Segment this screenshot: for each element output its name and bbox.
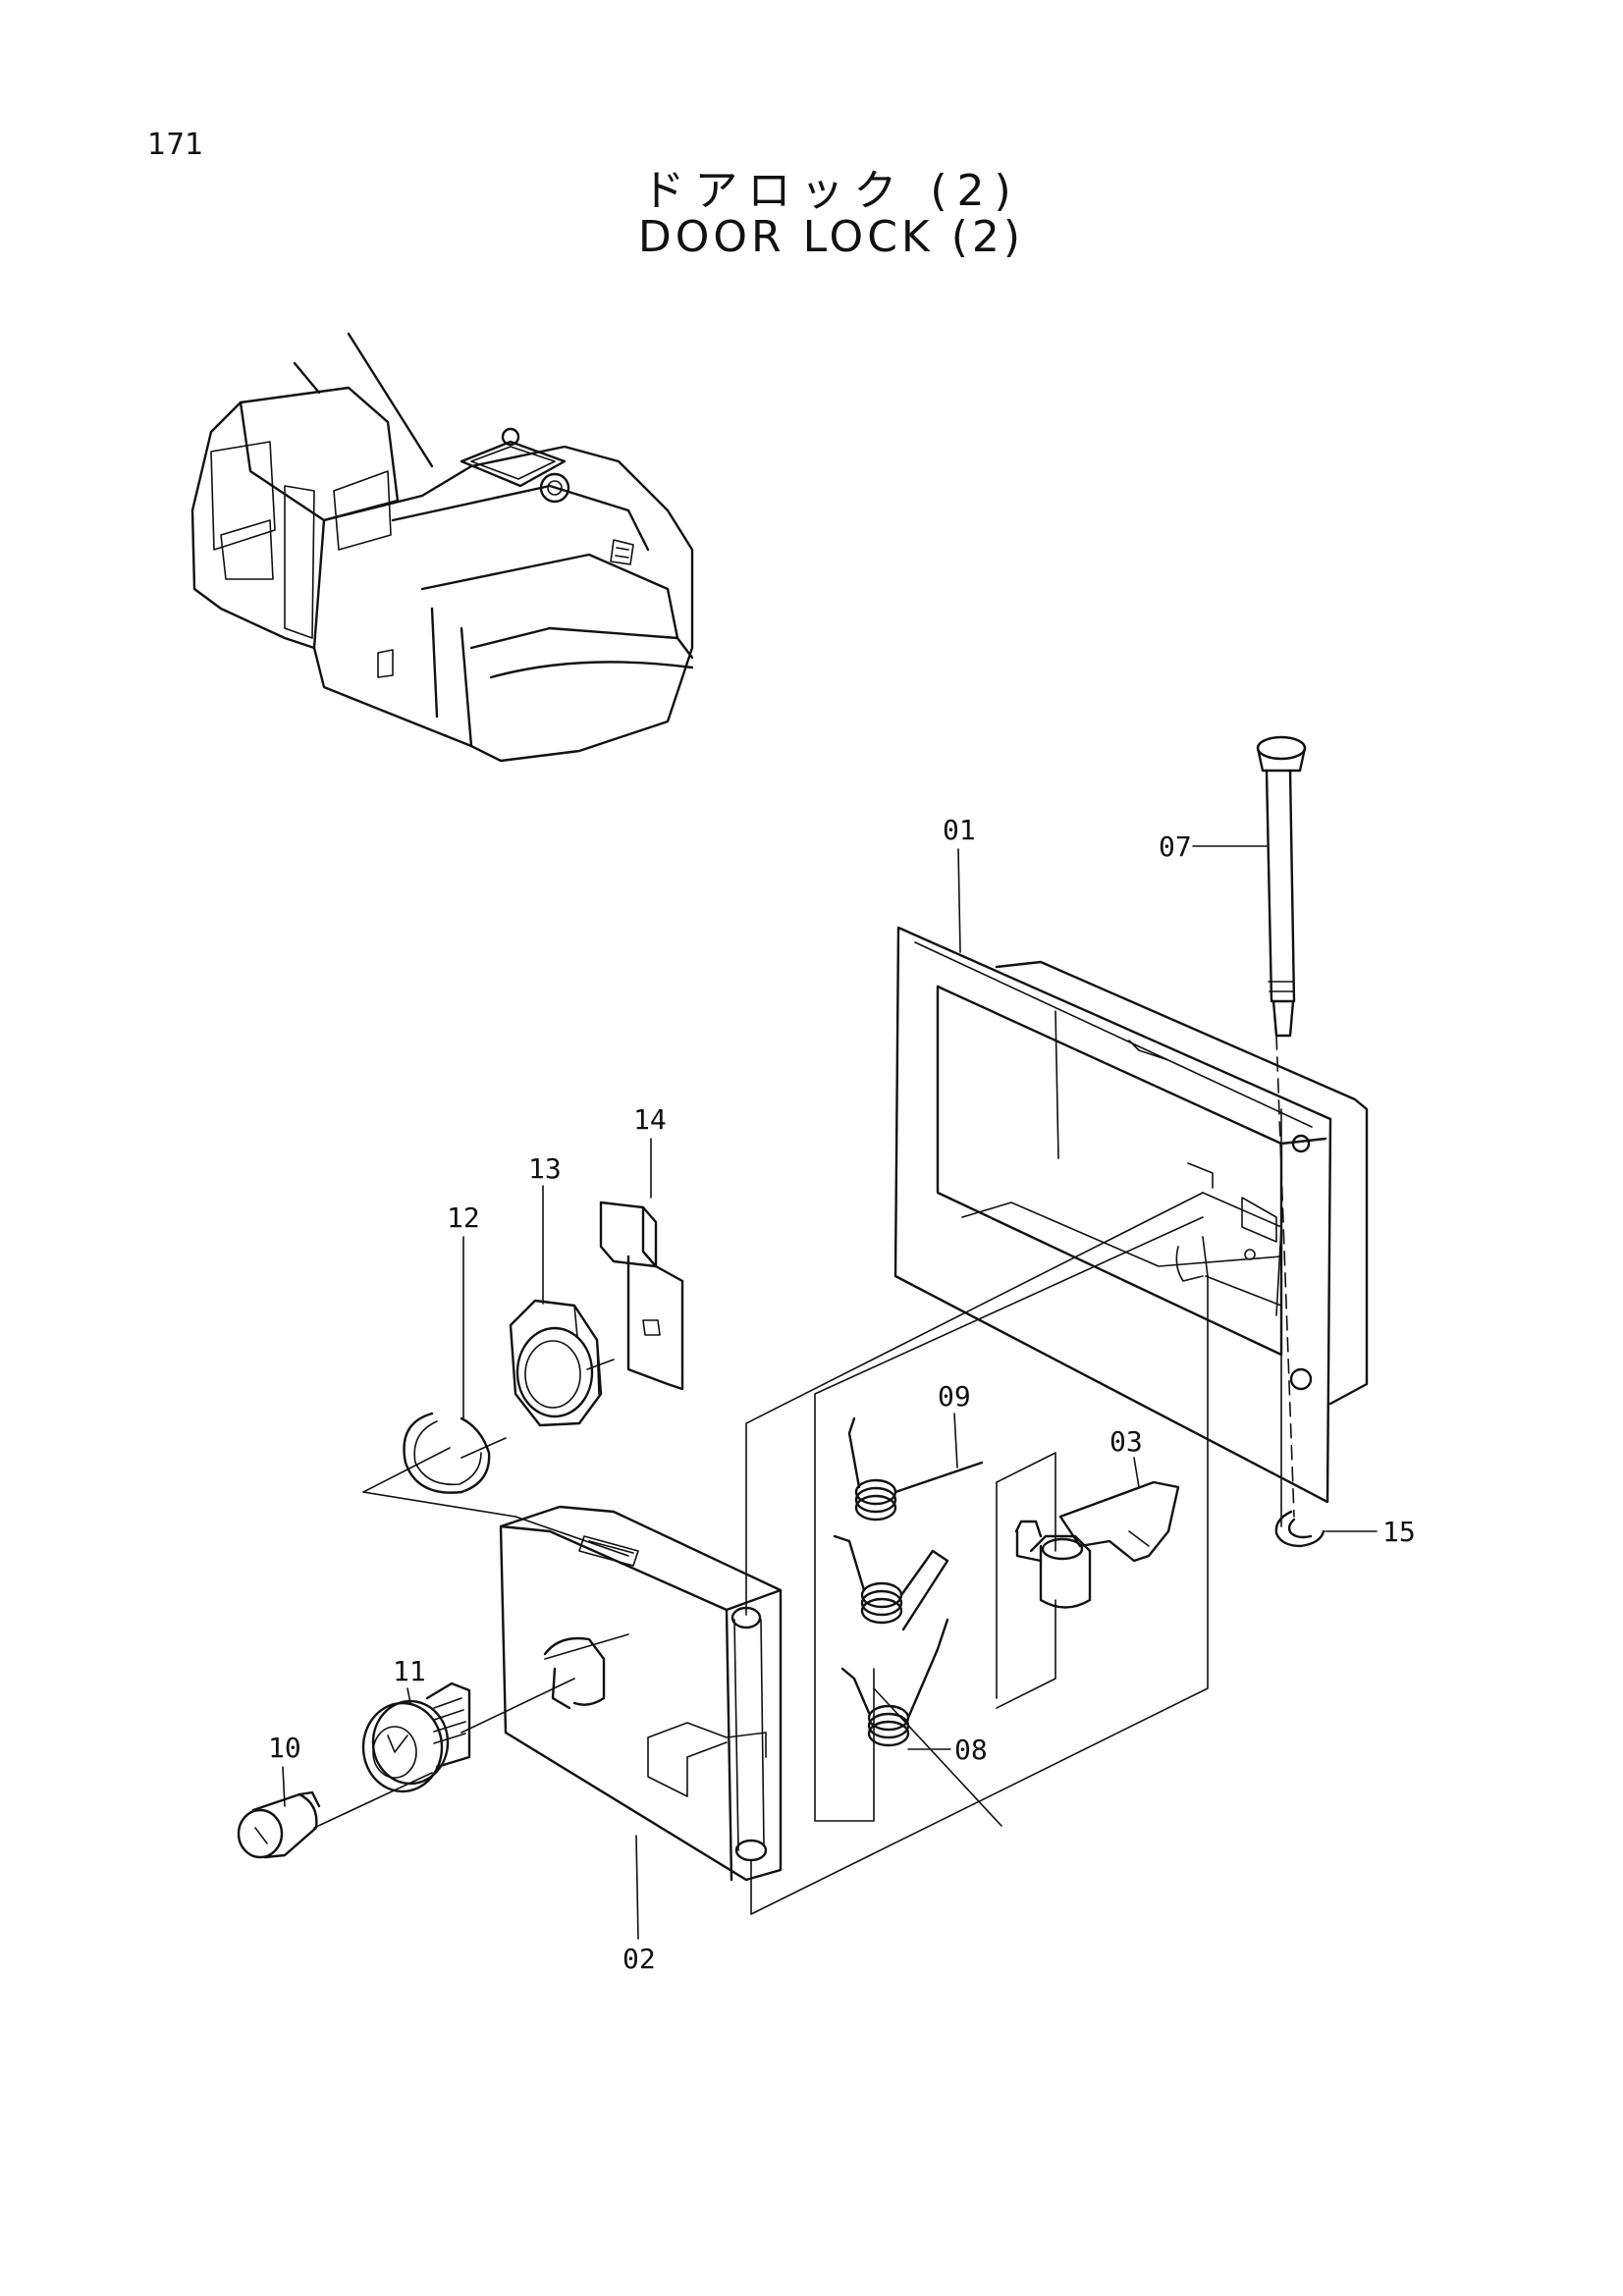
part-03-latch-lever [1014, 1480, 1180, 1609]
callout-13: 13 [528, 1152, 562, 1185]
callout-02: 02 [622, 1943, 656, 1975]
part-10-key-cylinder [237, 1790, 321, 1859]
part-14-plate [599, 1201, 684, 1391]
page-title-english: DOOR LOCK (2) [637, 212, 1025, 262]
part-15-e-ring [1274, 1510, 1325, 1548]
callout-08: 08 [954, 1734, 988, 1766]
part-01-lock-housing [893, 926, 1369, 1504]
part-07-pin [1256, 735, 1307, 1038]
part-12-snap-ring [403, 1412, 491, 1494]
leader-lines [282, 845, 1378, 1940]
callout-14: 14 [633, 1103, 667, 1136]
part-09-spring [847, 1416, 984, 1522]
page-number: 171 [147, 128, 204, 162]
page-title-japanese: ドアロック (2) [641, 166, 1021, 216]
callout-labels: 01 07 14 13 12 09 03 15 11 08 10 02 [268, 814, 1416, 1975]
callout-10: 10 [268, 1732, 301, 1764]
part-11-cylinder-housing [361, 1682, 471, 1793]
part-13-nut [509, 1299, 603, 1427]
callout-03: 03 [1109, 1425, 1143, 1458]
callout-09: 09 [938, 1380, 971, 1413]
excavator-location-view [190, 332, 694, 763]
callout-11: 11 [393, 1655, 426, 1687]
part-02-lock-body [499, 1505, 783, 1882]
assembly-lines [313, 1035, 1295, 1915]
callout-01: 01 [943, 814, 976, 846]
callout-12: 12 [447, 1201, 480, 1234]
callout-07: 07 [1159, 830, 1192, 863]
callout-15: 15 [1382, 1516, 1416, 1548]
part-08-spring [833, 1534, 949, 1747]
